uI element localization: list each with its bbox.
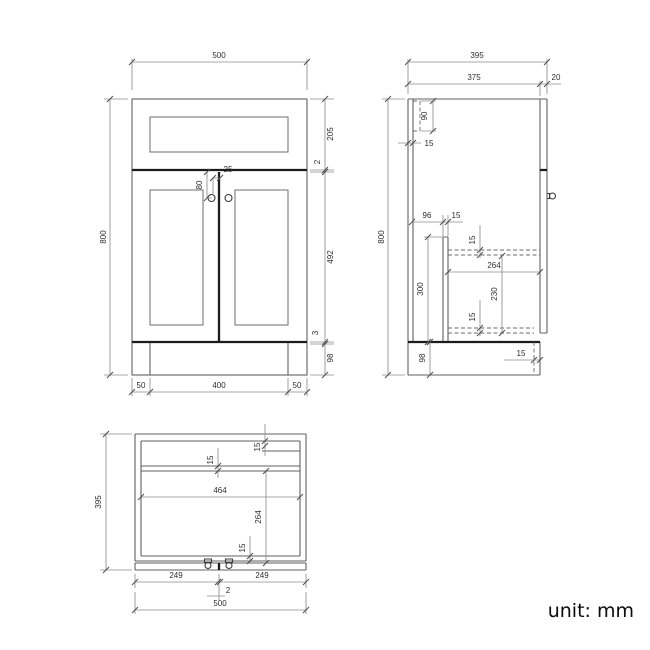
dim-front-overall-width: 500 xyxy=(212,51,226,60)
dim-side-plinth-recess: 15 xyxy=(517,349,526,358)
dim-front-plinth-inset-left: 50 xyxy=(137,381,146,390)
dim-front-door-gap: 3 xyxy=(311,330,320,335)
dim-front-door-height: 492 xyxy=(326,250,335,264)
side-knob-icon xyxy=(548,192,557,200)
right-door-knob-icon xyxy=(224,193,233,203)
dim-side-partition-height: 300 xyxy=(416,282,425,296)
dim-front-overall-height: 800 xyxy=(99,230,108,244)
unit-label: unit: mm xyxy=(547,600,634,622)
dim-plan-back-thickness: 15 xyxy=(253,442,262,451)
plan-dimension-lines xyxy=(100,424,307,614)
dim-side-back-thickness: 15 xyxy=(425,139,434,148)
side-dimension-lines xyxy=(382,59,561,376)
side-thick-lines xyxy=(408,168,547,344)
front-view: 500 800 205 2 492 3 98 50 400 50 80 25 xyxy=(99,51,335,396)
dim-side-partition-thickness: 15 xyxy=(452,211,461,220)
dim-plan-door-gap: 2 xyxy=(226,586,231,595)
front-plinth-recess-lines xyxy=(149,342,289,375)
dim-side-partition-setback: 96 xyxy=(423,211,432,220)
plan-view: 395 15 15 464 264 15 249 2 249 500 xyxy=(94,424,310,614)
front-left-door-panel xyxy=(149,189,204,326)
dim-front-handle-offset: 25 xyxy=(224,165,233,174)
dim-front-handle-drop: 80 xyxy=(195,180,204,189)
dim-side-compartment-height: 230 xyxy=(490,287,499,301)
dim-side-bottom-thickness: 15 xyxy=(468,312,477,321)
dim-side-internal-depth: 264 xyxy=(487,261,501,270)
plan-right-knob-icon xyxy=(225,561,233,570)
dim-plan-internal-width: 464 xyxy=(213,486,227,495)
dim-plan-left-door-width: 249 xyxy=(169,571,183,580)
dim-front-plinth-height: 98 xyxy=(326,353,335,362)
plan-left-knob-flange-icon xyxy=(203,558,213,564)
plan-right-knob-flange-icon xyxy=(224,558,234,564)
front-drawer-panel xyxy=(149,116,289,153)
dim-side-shelf-thickness: 15 xyxy=(468,235,477,244)
dim-side-carcass-depth: 375 xyxy=(467,73,481,82)
plan-structure-lines xyxy=(134,433,307,571)
dim-side-overall-height: 800 xyxy=(377,230,386,244)
front-right-door-panel xyxy=(234,189,289,326)
front-cabinet-outline xyxy=(131,98,308,376)
dim-side-hanging-rail-height: 90 xyxy=(420,111,429,120)
dim-front-plinth-inset-right: 50 xyxy=(293,381,302,390)
front-dimension-ticks xyxy=(106,58,329,396)
dim-plan-overall-width: 500 xyxy=(213,599,227,608)
side-hidden-lines xyxy=(413,100,540,372)
dim-front-drawer-gap: 2 xyxy=(313,159,322,164)
dim-front-plinth-width: 400 xyxy=(212,381,226,390)
dim-plan-rail-thickness: 15 xyxy=(206,455,215,464)
side-dimension-ticks xyxy=(384,58,551,379)
dim-side-overall-depth: 395 xyxy=(470,51,484,60)
dim-front-drawer-height: 205 xyxy=(326,127,335,141)
plan-dimension-ticks xyxy=(102,430,310,614)
front-dimension-lines xyxy=(104,59,334,396)
side-view: 395 375 20 800 90 15 96 15 300 15 264 23… xyxy=(377,51,561,379)
dim-side-door-thickness: 20 xyxy=(552,73,561,82)
dim-plan-internal-depth: 264 xyxy=(254,510,263,524)
dim-plan-right-door-width: 249 xyxy=(255,571,269,580)
dim-plan-overall-depth: 395 xyxy=(94,495,103,509)
dim-plan-front-thickness: 15 xyxy=(238,543,247,552)
front-door-split-lines xyxy=(132,168,307,344)
plan-left-knob-icon xyxy=(204,561,212,570)
dim-side-plinth-height: 98 xyxy=(418,353,427,362)
